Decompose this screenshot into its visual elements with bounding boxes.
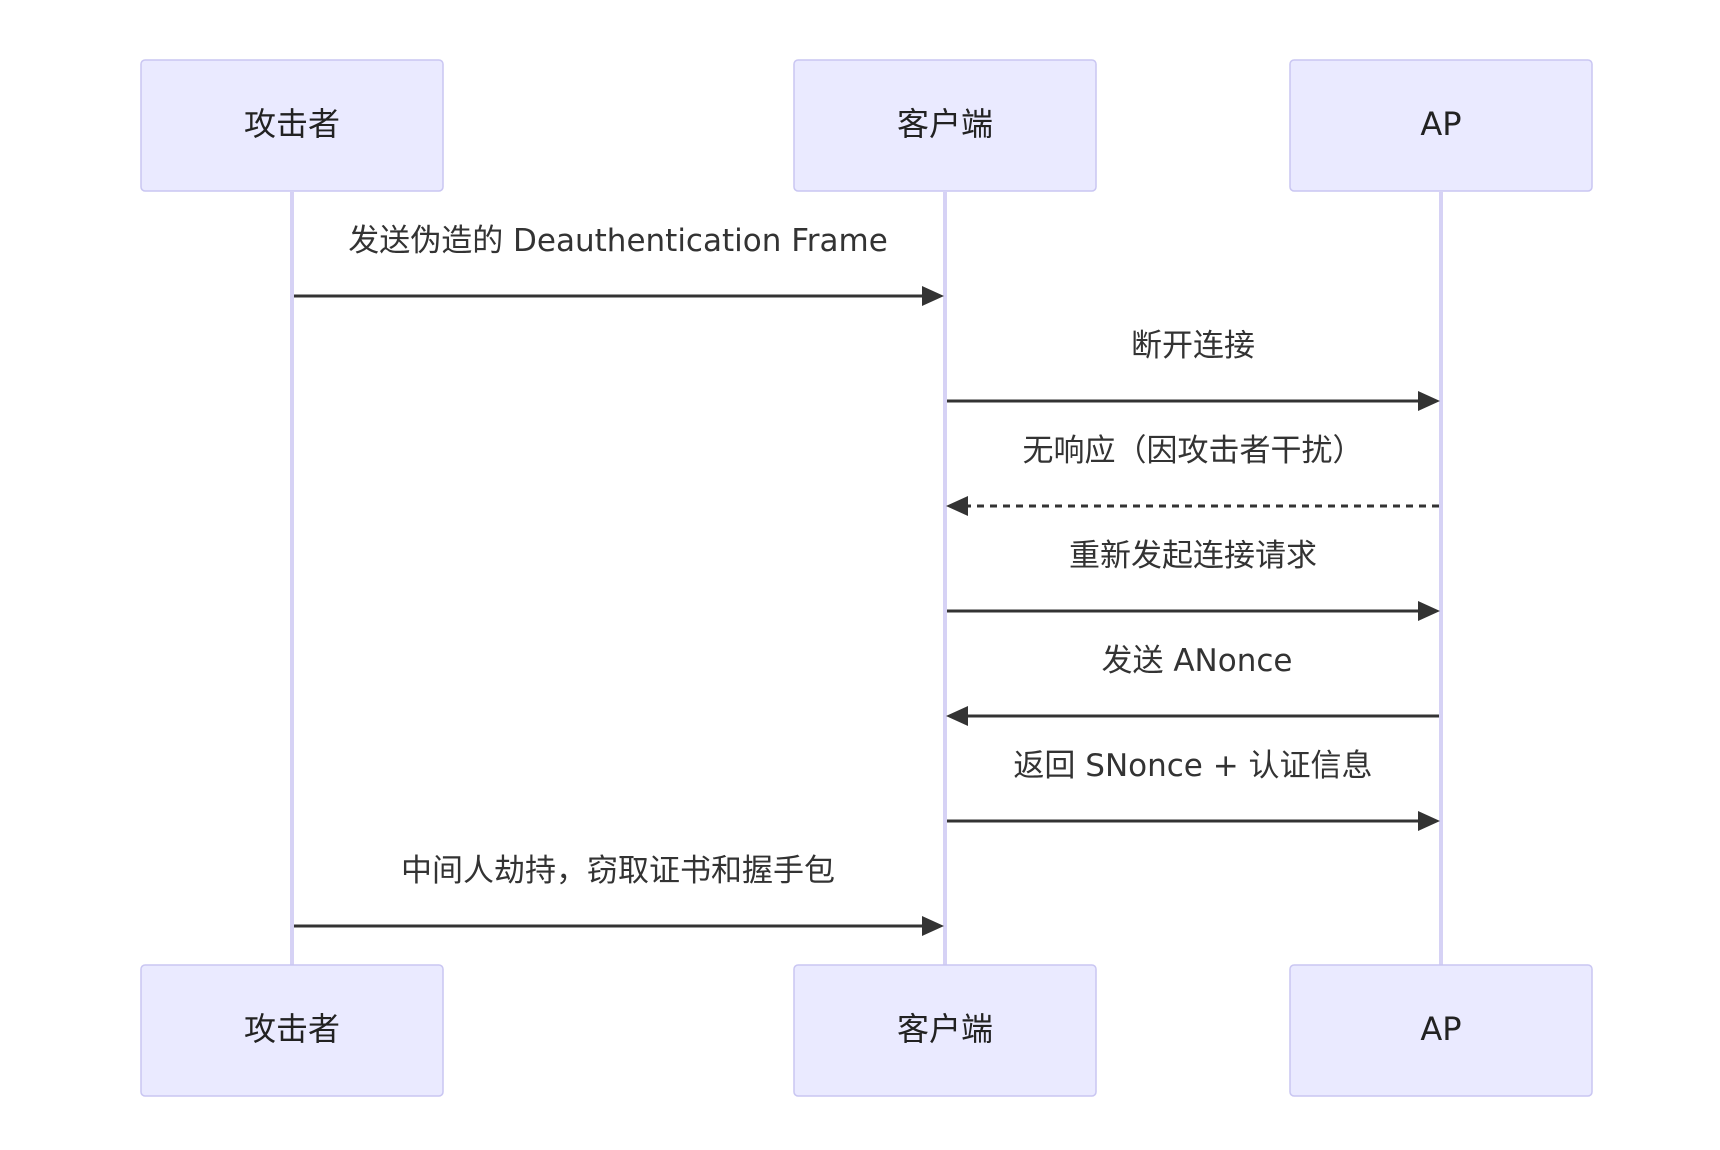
message-6: 返回 SNonce + 认证信息	[947, 748, 1440, 831]
message-3-arrowhead	[946, 496, 968, 516]
participant-attacker-bottom-label: 攻击者	[244, 1010, 340, 1048]
participant-client-bottom: 客户端	[793, 964, 1097, 1097]
message-5-label: 发送 ANonce	[1102, 643, 1293, 679]
participant-client-top-label: 客户端	[897, 105, 993, 143]
participant-attacker-bottom: 攻击者	[140, 964, 444, 1097]
message-2-arrowhead	[1418, 391, 1440, 411]
message-3: 无响应（因攻击者干扰）	[946, 433, 1439, 516]
message-5: 发送 ANonce	[946, 643, 1439, 726]
message-7-arrowhead	[922, 916, 944, 936]
message-6-label: 返回 SNonce + 认证信息	[1013, 748, 1372, 784]
message-6-arrowhead	[1418, 811, 1440, 831]
participant-ap-top: AP	[1289, 59, 1593, 192]
message-4-arrowhead	[1418, 601, 1440, 621]
message-1: 发送伪造的 Deauthentication Frame	[294, 223, 944, 306]
message-1-label: 发送伪造的 Deauthentication Frame	[348, 223, 888, 259]
participant-ap-bottom: AP	[1289, 964, 1593, 1097]
message-2-label: 断开连接	[1131, 328, 1255, 364]
participant-ap-bottom-label: AP	[1420, 1010, 1461, 1048]
message-5-arrowhead	[946, 706, 968, 726]
message-4: 重新发起连接请求	[947, 538, 1440, 621]
message-7-label: 中间人劫持，窃取证书和握手包	[401, 853, 835, 889]
message-2: 断开连接	[947, 328, 1440, 411]
participant-client-top: 客户端	[793, 59, 1097, 192]
message-7: 中间人劫持，窃取证书和握手包	[294, 853, 944, 936]
participant-attacker-top: 攻击者	[140, 59, 444, 192]
message-3-label: 无响应（因攻击者干扰）	[1023, 433, 1364, 469]
message-1-arrowhead	[922, 286, 944, 306]
message-4-label: 重新发起连接请求	[1069, 538, 1317, 574]
participant-ap-top-label: AP	[1420, 105, 1461, 143]
participant-client-bottom-label: 客户端	[897, 1010, 993, 1048]
participant-attacker-top-label: 攻击者	[244, 105, 340, 143]
